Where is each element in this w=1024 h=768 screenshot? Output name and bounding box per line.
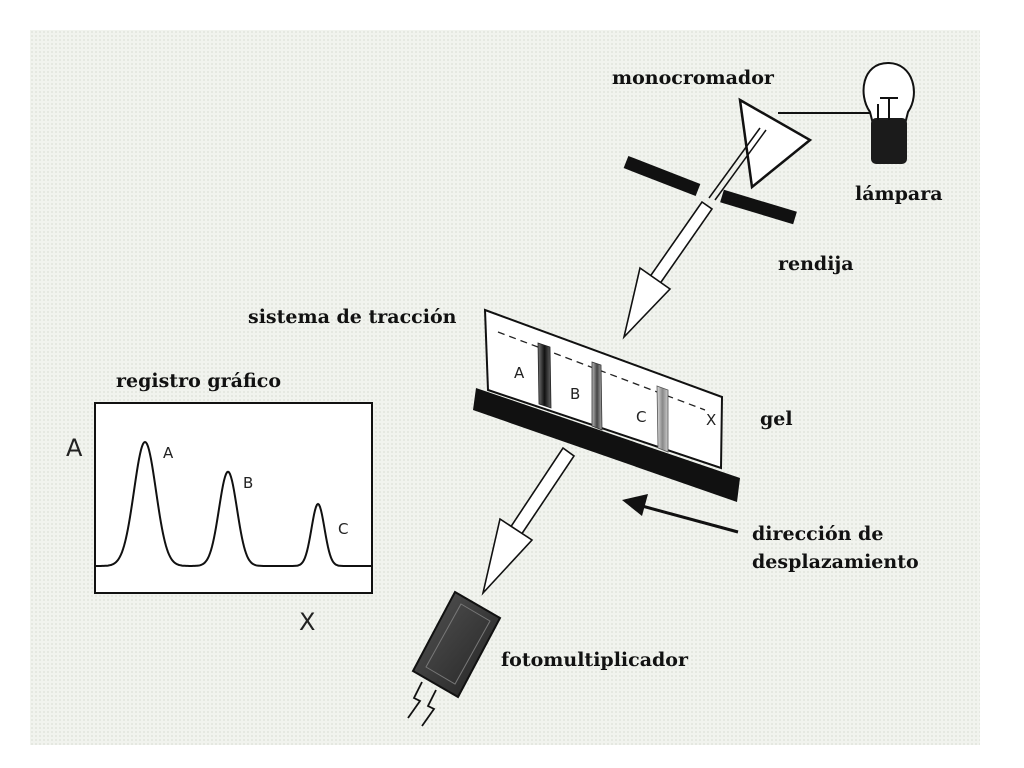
label-graphic-record: registro gráfico <box>116 370 281 392</box>
lamp-icon <box>778 61 915 164</box>
absorbance-trace <box>95 440 372 567</box>
peak-label-c: C <box>338 520 348 538</box>
label-monochromator: monocromador <box>612 67 775 89</box>
label-gel: gel <box>760 408 793 430</box>
prism-icon <box>738 97 813 190</box>
label-lamp: lámpara <box>855 183 943 205</box>
label-slit: rendija <box>778 253 854 275</box>
traction-rail <box>473 388 740 502</box>
label-direction-1: dirección de <box>752 523 883 545</box>
graph-frame <box>94 402 373 594</box>
gel-band-label-a: A <box>514 364 525 382</box>
slit <box>623 155 797 225</box>
label-traction-system: sistema de tracción <box>248 306 457 328</box>
transmitted-beam-arrow <box>481 446 576 596</box>
gel-scan-label-x: X <box>706 411 716 429</box>
x-axis-label: X <box>299 608 315 636</box>
label-direction-2: desplazamiento <box>752 551 919 573</box>
peak-label-b: B <box>243 474 253 492</box>
gel-band-label-c: C <box>636 408 646 426</box>
y-axis-label: A <box>66 434 83 462</box>
gel-slab: A B C X <box>483 308 724 470</box>
gel-band-label-b: B <box>570 385 580 403</box>
direction-arrow <box>622 494 739 534</box>
photomultiplier-icon <box>407 590 502 727</box>
label-photomultiplier: fotomultiplicador <box>501 649 689 671</box>
peak-label-a: A <box>163 444 174 462</box>
light-beam-arrow <box>622 127 767 340</box>
